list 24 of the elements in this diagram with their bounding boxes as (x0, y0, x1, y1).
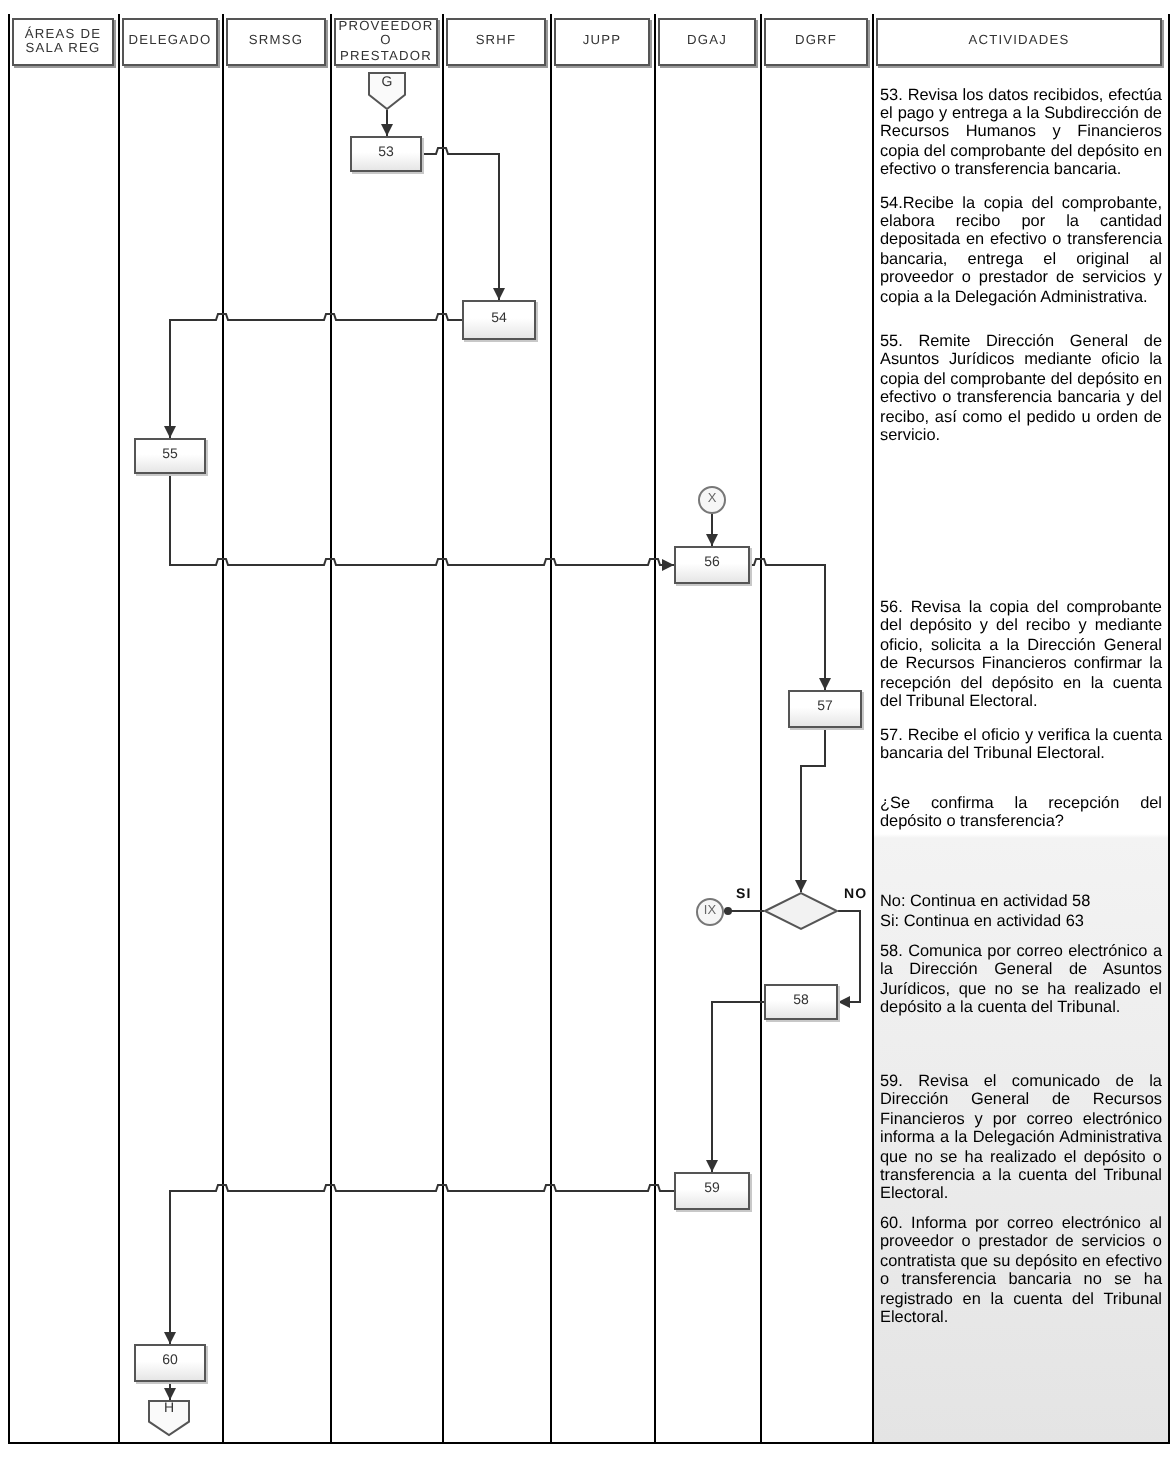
activity-text: 55. Remite Dirección General de Asuntos Jurídicos mediante oficio la copia del comprobante del depósito en efectivo o transferencia bancaria y del recibo, así como el pedido u orden de servicio. (880, 332, 1162, 445)
activity-text: 53. Revisa los datos recibidos, efectúa el pago y entrega a la Subdirección de Recursos Humanos y Financieros copia del comprobante del depósito en efectivo o transferencia bancaria. (880, 85, 1162, 180)
decision-question: ¿Se confirma la recepción del depósito o transferencia? (880, 794, 1162, 832)
activity-text: 56. Revisa la copia del comprobante del depósito y del recibo y mediante oficio, solicita a la Dirección General de Recursos Financieros confirmar la recepción del depósito en la cuenta del Tribunal Electoral. (880, 598, 1162, 711)
activity-text: 54.Recibe la copia del comprobante, elabora recibo por la cantidad depositada en efectivo o transferencia bancaria, entrega el original al proveedor o prestador de servicios y copia a la Delegación Administrativa. (880, 193, 1162, 306)
arrow (421, 147, 505, 301)
arrow (381, 109, 393, 137)
arrow (706, 513, 718, 547)
arrow (837, 910, 861, 1008)
arrow (164, 1381, 176, 1401)
arrow (164, 313, 463, 439)
arrow (164, 1184, 675, 1345)
activity-text: 59. Revisa el comunicado de la Dirección General de Recursos Financieros y por correo electrónico informa a la Delegación Administrativa que no se ha realizado el depósito o transferencia a la cuenta del Tribunal Electoral. (880, 1072, 1162, 1204)
arrow (706, 1001, 765, 1173)
decision-outcome: No: Continua en actividad 58 (880, 892, 1093, 911)
decision-outcome: Si: Continua en actividad 63 (880, 911, 1086, 930)
connector-line (723, 907, 765, 915)
activity-text: 57. Recibe el oficio y verifica la cuenta bancaria del Tribunal Electoral. (880, 726, 1162, 764)
arrow (795, 727, 826, 893)
decision-diamond (764, 892, 838, 930)
activity-text: 60. Informa por correo electrónico al proveedor o prestador de servicios o contratista que su depósito en efectivo o transferencia bancaria no se ha registrado en la cuenta del Tribunal Electoral. (880, 1214, 1162, 1327)
arrow (169, 473, 675, 571)
arrow (749, 558, 831, 691)
activity-text: 58. Comunica por correo electrónico a la Dirección General de Asuntos Jurídicos, que no se ha realizado el depósito a la cuenta del Tribunal. (880, 942, 1162, 1018)
